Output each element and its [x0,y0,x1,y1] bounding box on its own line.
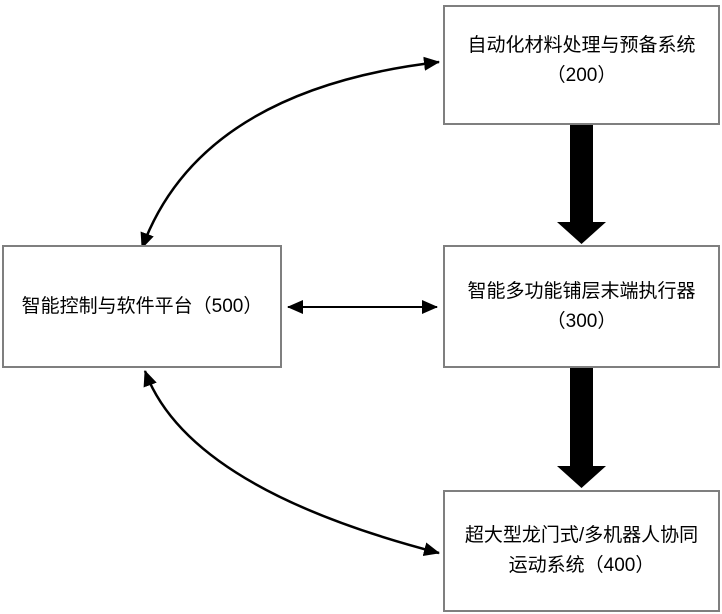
node-label-line1: 超大型龙门式/多机器人协同 [464,525,699,546]
node-label-line2: 运动系统（400） [508,555,655,576]
node-label-line2: （200） [546,65,617,86]
node-end-effector-300: 智能多功能铺层末端执行器 （300） [443,245,720,368]
node-label-line1: 自动化材料处理与预备系统 [467,35,696,56]
node-material-system-200: 自动化材料处理与预备系统 （200） [443,5,720,125]
node-label-line1: 智能多功能铺层末端执行器 [467,280,696,302]
curved-double-arrow-500-400 [143,370,440,557]
node-label-line2: （300） [546,310,617,332]
thick-arrow-300-400 [557,368,606,488]
node-control-platform-500: 智能控制与软件平台（500） [2,245,282,368]
thick-arrow-200-300 [557,125,606,244]
node-motion-system-400: 超大型龙门式/多机器人协同 运动系统（400） [443,490,720,612]
node-label-line1: 智能控制与软件平台（500） [21,295,263,317]
curved-double-arrow-500-200 [140,56,440,249]
